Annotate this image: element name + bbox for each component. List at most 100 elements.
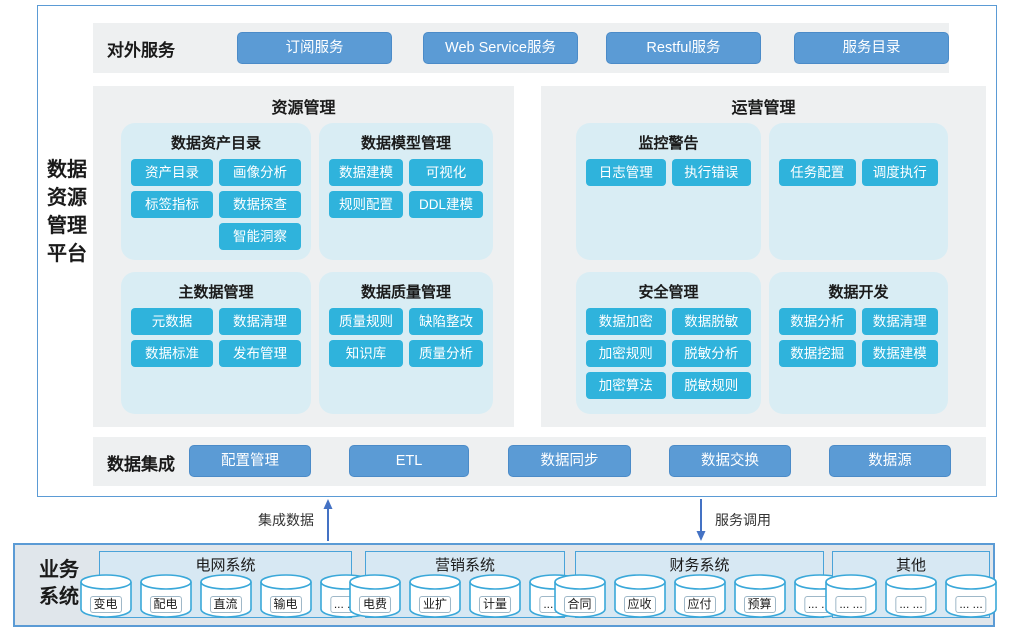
card-title bbox=[769, 123, 948, 154]
database-cylinder-icon: 计量 bbox=[468, 573, 522, 618]
module-chip: 标签指标 bbox=[131, 191, 213, 218]
system-box-power-grid: 电网系统 变电 配电 直流 输电 bbox=[79, 551, 372, 618]
data-sync-node: 数据同步 bbox=[508, 445, 631, 477]
platform-title-line: 资源 bbox=[47, 187, 87, 209]
restful-service-node: Restful服务 bbox=[606, 32, 761, 64]
service-catalog-node: 服务目录 bbox=[794, 32, 949, 64]
system-box-finance: 财务系统 合同 应收 应付 预算 bbox=[553, 551, 846, 618]
card-data-asset-catalog: 数据资产目录 资产目录 画像分析 标签指标 数据探查 智能洞察 bbox=[121, 123, 311, 260]
module-chip: 数据清理 bbox=[861, 308, 938, 335]
cylinder-label: 输电 bbox=[269, 596, 302, 613]
business-systems-container: 业务 系统 电网系统 变电 配电 直流 输电 bbox=[13, 543, 998, 627]
module-chip: 智能洞察 bbox=[219, 223, 301, 250]
cylinder-label: ... ... bbox=[895, 596, 927, 613]
cylinder-label: 配电 bbox=[149, 596, 182, 613]
module-chip: 加密算法 bbox=[586, 372, 666, 399]
module-chip: 缺陷整改 bbox=[409, 308, 483, 335]
system-title: 其他 bbox=[895, 557, 926, 574]
system-title: 电网系统 bbox=[195, 557, 256, 574]
card-security-management: 安全管理 数据加密 数据脱敏 加密规则 脱敏分析 加密算法 脱敏规则 bbox=[576, 272, 761, 414]
card-master-data-management: 主数据管理 元数据 数据清理 数据标准 发布管理 bbox=[121, 272, 311, 414]
flow-up-label: 集成数据 bbox=[258, 512, 314, 528]
card-title: 数据模型管理 bbox=[360, 135, 451, 152]
module-chip: 规则配置 bbox=[329, 191, 403, 218]
module-chip: 数据挖掘 bbox=[779, 340, 856, 367]
module-chip: 数据加密 bbox=[586, 308, 666, 335]
module-chip: 知识库 bbox=[329, 340, 403, 367]
module-chip: 数据建模 bbox=[329, 159, 403, 186]
flow-integrate-data: 集成数据 bbox=[258, 499, 334, 541]
database-cylinder-icon: ... ... bbox=[884, 573, 938, 618]
platform-title: 数据 资源 管理 平台 bbox=[41, 156, 93, 268]
cylinder-label: 电费 bbox=[358, 596, 392, 613]
up-arrow-icon bbox=[323, 499, 333, 541]
module-chip-grid: 资产目录 画像分析 标签指标 数据探查 智能洞察 bbox=[121, 154, 311, 250]
cylinder-row: 合同 应收 应付 预算 ... ... bbox=[553, 573, 846, 618]
database-cylinder-icon: 变电 bbox=[79, 573, 133, 618]
business-systems-label: 业务 系统 bbox=[35, 557, 83, 611]
panel-operation-management: 运营管理 监控警告 日志管理 执行错误 任务配置 调度执行 安全管理 数据加密 bbox=[541, 86, 986, 427]
module-chip-grid: 元数据 数据清理 数据标准 发布管理 bbox=[121, 303, 311, 367]
database-cylinder-icon: 应付 bbox=[673, 573, 727, 618]
card-title: 监控警告 bbox=[638, 135, 699, 152]
external-services-row: 对外服务 订阅服务 Web Service服务 Restful服务 服务目录 bbox=[93, 23, 949, 73]
card-title: 数据质量管理 bbox=[360, 284, 451, 301]
database-cylinder-icon: ... ... bbox=[944, 573, 998, 618]
cylinder-label: 应收 bbox=[623, 596, 656, 613]
database-cylinder-icon: 合同 bbox=[553, 573, 607, 618]
panel-resource-management: 资源管理 数据资产目录 资产目录 画像分析 标签指标 数据探查 智能洞察 数据模… bbox=[93, 86, 514, 427]
module-chip: 数据清理 bbox=[219, 308, 301, 335]
module-chip: 质量分析 bbox=[409, 340, 483, 367]
web-service-node: Web Service服务 bbox=[423, 32, 578, 64]
module-chip: 可视化 bbox=[409, 159, 483, 186]
business-systems-label-line: 系统 bbox=[39, 586, 79, 608]
module-chip: 数据分析 bbox=[779, 308, 856, 335]
cylinder-label: 计量 bbox=[478, 596, 512, 613]
database-cylinder-icon: ... ... bbox=[824, 573, 878, 618]
card-data-development: 数据开发 数据分析 数据清理 数据挖掘 数据建模 bbox=[769, 272, 948, 414]
cylinder-label: 业扩 bbox=[418, 596, 452, 613]
database-cylinder-icon: 预算 bbox=[733, 573, 787, 618]
platform-title-line: 管理 bbox=[47, 215, 87, 237]
database-cylinder-icon: 输电 bbox=[259, 573, 313, 618]
cylinder-row: 电费 业扩 计量 ... ... bbox=[349, 573, 581, 618]
cylinder-label: 合同 bbox=[563, 596, 596, 613]
module-chip: 脱敏规则 bbox=[671, 372, 751, 399]
cylinder-row: 变电 配电 直流 输电 ... ... bbox=[79, 573, 372, 618]
module-chip-grid: 数据加密 数据脱敏 加密规则 脱敏分析 加密算法 脱敏规则 bbox=[576, 303, 761, 399]
module-chip-grid: 任务配置 调度执行 bbox=[769, 154, 948, 186]
platform-title-line: 平台 bbox=[47, 243, 87, 265]
module-chip: 执行错误 bbox=[671, 159, 751, 186]
module-chip-grid: 质量规则 缺陷整改 知识库 质量分析 bbox=[319, 303, 493, 367]
module-chip: DDL建模 bbox=[409, 191, 483, 218]
module-chip-grid: 日志管理 执行错误 bbox=[576, 154, 761, 186]
cylinder-label: 应付 bbox=[683, 596, 716, 613]
config-management-node: 配置管理 bbox=[189, 445, 311, 477]
card-title: 主数据管理 bbox=[178, 284, 254, 301]
module-chip: 数据标准 bbox=[131, 340, 213, 367]
data-integration-row: 数据集成 配置管理 ETL 数据同步 数据交换 数据源 bbox=[93, 437, 986, 486]
subscription-service-node: 订阅服务 bbox=[237, 32, 392, 64]
database-cylinder-icon: 配电 bbox=[139, 573, 193, 618]
card-monitoring-alert: 监控警告 日志管理 执行错误 bbox=[576, 123, 761, 260]
cylinder-label: ... ... bbox=[835, 596, 867, 613]
module-chip: 任务配置 bbox=[779, 159, 856, 186]
flow-down-label: 服务调用 bbox=[715, 512, 771, 528]
module-chip: 资产目录 bbox=[131, 159, 213, 186]
business-systems-label-line: 业务 bbox=[39, 559, 79, 581]
module-chip: 数据建模 bbox=[861, 340, 938, 367]
card-data-quality-management: 数据质量管理 质量规则 缺陷整改 知识库 质量分析 bbox=[319, 272, 493, 414]
system-title: 营销系统 bbox=[434, 557, 495, 574]
module-chip: 加密规则 bbox=[586, 340, 666, 367]
system-title: 财务系统 bbox=[669, 557, 730, 574]
module-chip: 元数据 bbox=[131, 308, 213, 335]
flow-service-call: 服务调用 bbox=[695, 499, 771, 541]
etl-node: ETL bbox=[349, 445, 469, 477]
database-cylinder-icon: 直流 bbox=[199, 573, 253, 618]
card-title: 安全管理 bbox=[638, 284, 699, 301]
card-title: 数据开发 bbox=[828, 284, 889, 301]
cylinder-label: 预算 bbox=[743, 596, 776, 613]
down-arrow-icon bbox=[696, 499, 706, 541]
card-data-model-management: 数据模型管理 数据建模 可视化 规则配置 DDL建模 bbox=[319, 123, 493, 260]
external-services-label: 对外服务 bbox=[107, 41, 175, 60]
